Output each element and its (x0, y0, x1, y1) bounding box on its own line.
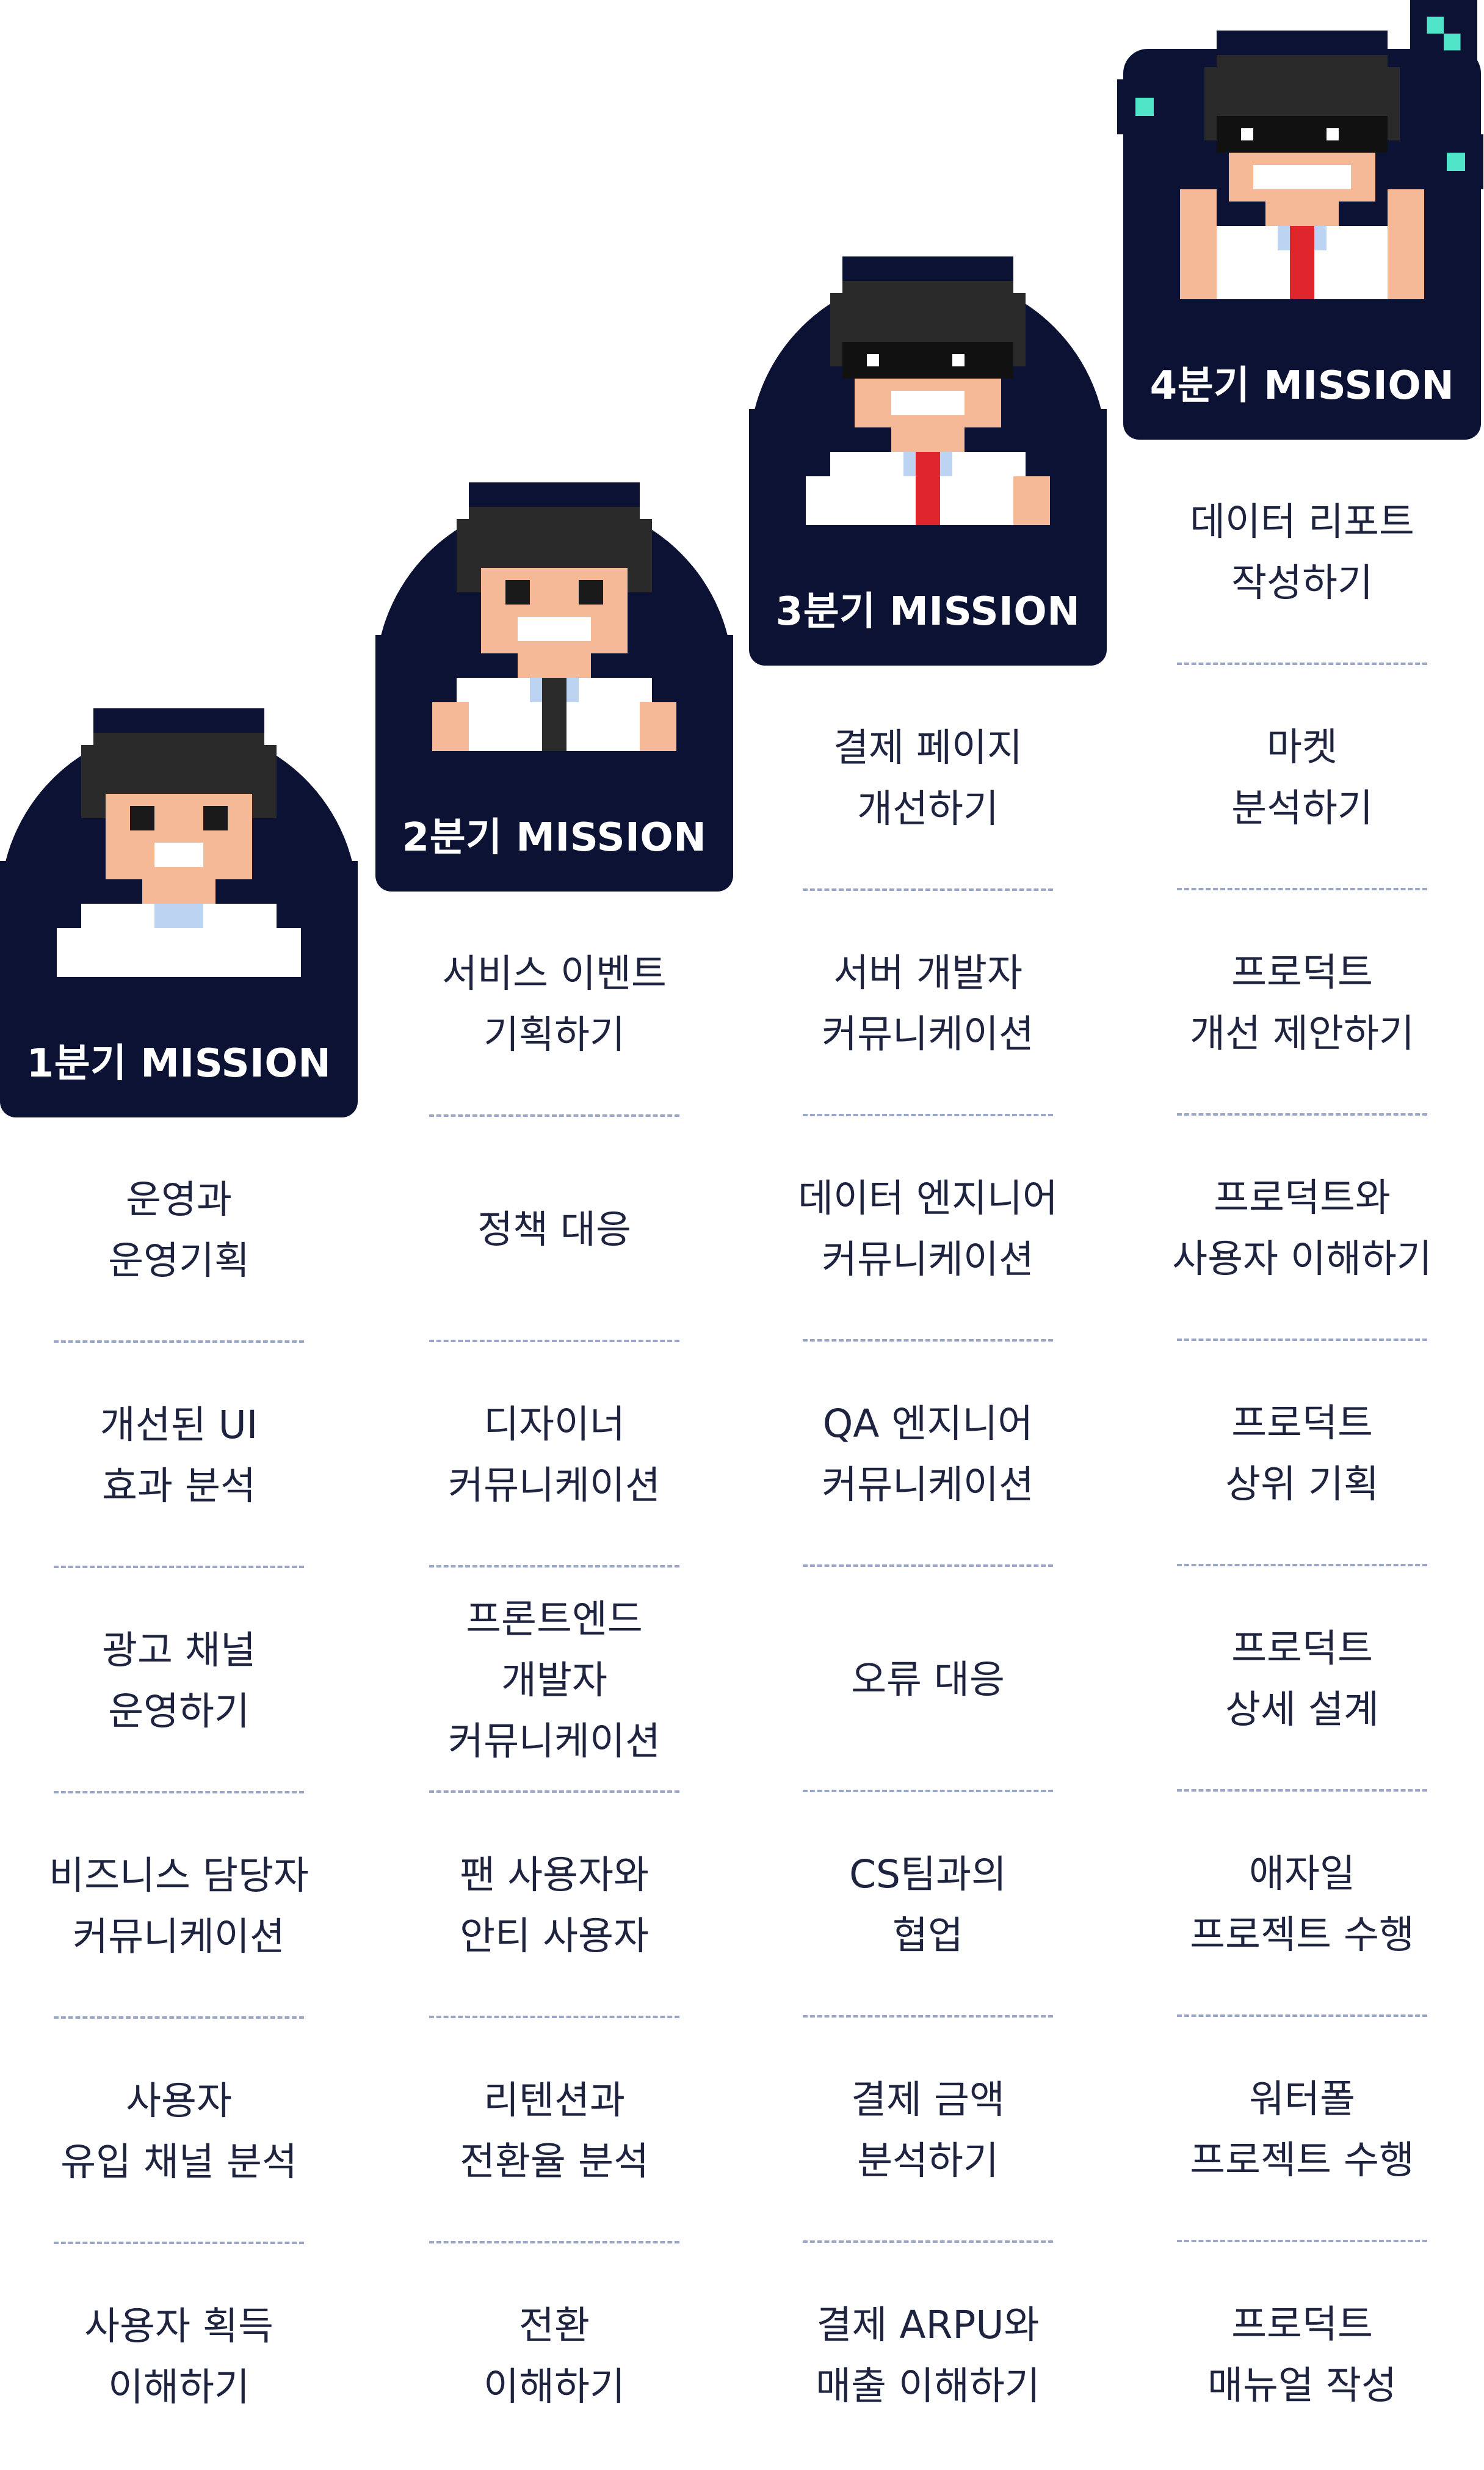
list-item: QA 엔지니어 커뮤니케이션 (749, 1342, 1107, 1567)
list-item: 비즈니스 담당자 커뮤니케이션 (0, 1793, 358, 2019)
list-item: 정책 대응 (375, 1117, 733, 1342)
list-item: 결제 금액 분석하기 (749, 2018, 1107, 2243)
list-item: 리텐션과 전환율 분석 (375, 2018, 733, 2243)
list-item: 데이터 리포트 작성하기 (1123, 440, 1481, 665)
list-item: 마켓 분석하기 (1123, 665, 1481, 890)
list-item: 프로덕트 상세 설계 (1123, 1566, 1481, 1792)
quarter-2-badge: 2분기 MISSION (375, 464, 733, 892)
list-item: 디자이너 커뮤니케이션 (375, 1342, 733, 1567)
sparkle-icon (1410, 0, 1477, 67)
quarter-2-title: 2분기 MISSION (402, 815, 707, 860)
list-item: 프로덕트 매뉴얼 작성 (1207, 2301, 1397, 2408)
quarter-1-title: 1분기 MISSION (26, 1041, 331, 1086)
list-item: 프로덕트 개선 제안하기 (1123, 890, 1481, 1116)
list-item: 데이터 엔지니어 커뮤니케이션 (749, 1116, 1107, 1342)
list-item: 팬 사용자와 안티 사용자 (375, 1793, 733, 2018)
list-item: 사용자 획득 이해하기 (84, 2303, 273, 2410)
quarter-1-task-list: 운영과 운영기획 개선된 UI 효과 분석 광고 채널 운영하기 비즈니스 담당… (0, 1117, 358, 2469)
list-item: 운영과 운영기획 (0, 1117, 358, 1343)
list-item: 오류 대응 (749, 1567, 1107, 1792)
list-item: 결제 ARPU와 매출 이해하기 (816, 2302, 1040, 2408)
quarter-4-task-list: 데이터 리포트 작성하기 마켓 분석하기 프로덕트 개선 제안하기 프로덕트와 … (1123, 440, 1481, 2468)
list-item: 결제 페이지 개선하기 (749, 666, 1107, 891)
quarter-2-task-list: 서비스 이벤트 기획하기 정책 대응 디자이너 커뮤니케이션 프론트엔드 개발자… (375, 892, 733, 2469)
quarter-3-badge: 3분기 MISSION (749, 238, 1107, 666)
sparkle-icon (1117, 79, 1172, 134)
quarter-4-title: 4분기 MISSION (1149, 363, 1455, 409)
list-item: 사용자 유입 채널 분석 (0, 2019, 358, 2244)
list-item: 서버 개발자 커뮤니케이션 (749, 891, 1107, 1116)
list-item: 프로덕트와 사용자 이해하기 (1123, 1116, 1481, 1341)
sparkle-icon (1428, 134, 1483, 189)
pixel-character-q3-icon (806, 256, 1050, 525)
list-item: 워터폴 프로젝트 수행 (1123, 2017, 1481, 2242)
list-item: 서비스 이벤트 기획하기 (375, 892, 733, 1117)
list-item: 개선된 UI 효과 분석 (0, 1343, 358, 1568)
quarter-4-badge: 4분기 MISSION (1123, 12, 1481, 440)
list-item: CS팀과의 협업 (749, 1792, 1107, 2018)
list-item: 애자일 프로젝트 수행 (1123, 1792, 1481, 2017)
quarter-3-title: 3분기 MISSION (775, 589, 1080, 634)
list-item: 광고 채널 운영하기 (0, 1568, 358, 1793)
pixel-character-q4-icon (1180, 31, 1424, 299)
quarter-1-badge: 1분기 MISSION (0, 690, 358, 1117)
list-item: 프론트엔드 개발자 커뮤니케이션 (375, 1567, 733, 1793)
list-item: 전환 이해하기 (483, 2303, 625, 2409)
quarter-3-task-list: 결제 페이지 개선하기 서버 개발자 커뮤니케이션 데이터 엔지니어 커뮤니케이… (749, 666, 1107, 2468)
pixel-character-q1-icon (57, 708, 301, 977)
pixel-character-q2-icon (432, 482, 676, 751)
list-item: 프로덕트 상위 기획 (1123, 1341, 1481, 1566)
